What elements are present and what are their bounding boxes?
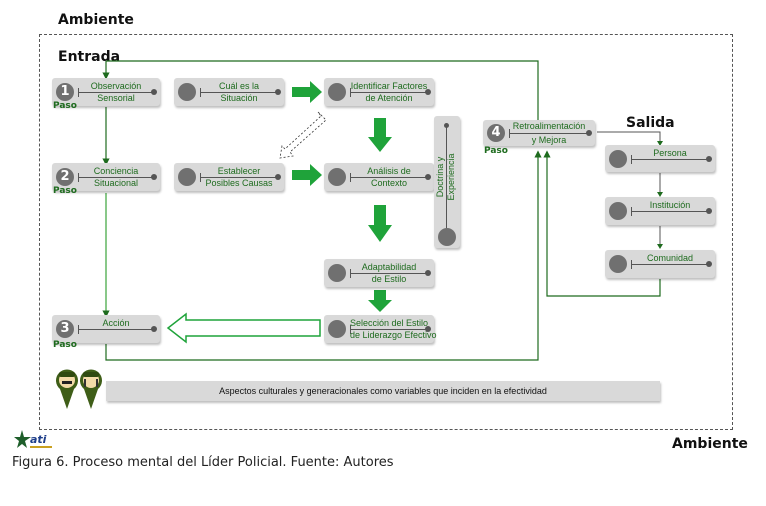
step-3-box: 3 Acción bbox=[52, 315, 160, 343]
circle-icon bbox=[609, 149, 627, 168]
circle-icon bbox=[178, 83, 196, 101]
ambiente-top-label: Ambiente bbox=[58, 12, 134, 28]
step-1-line1: Observación bbox=[90, 81, 142, 91]
connector-line bbox=[350, 173, 431, 182]
seleccion-line2: de Liderazgo Efectivo bbox=[350, 330, 437, 340]
police-officers-icon bbox=[56, 369, 102, 409]
salida-comunidad-box: Comunidad bbox=[605, 250, 715, 278]
connector-line bbox=[350, 88, 431, 97]
analisis-contexto-box: Análisis de Contexto bbox=[324, 163, 434, 191]
salida-institucion-box: Institución bbox=[605, 197, 715, 225]
circle-icon bbox=[609, 202, 627, 220]
circle-icon bbox=[178, 168, 196, 186]
endpoint-dot bbox=[444, 123, 449, 128]
step-4-line2: y Mejora bbox=[531, 135, 567, 145]
connector-line bbox=[78, 173, 157, 182]
seleccion-estilo-box: Selección del Estilo de Liderazgo Efecti… bbox=[324, 315, 437, 343]
step-2-line2: Situacional bbox=[93, 178, 139, 188]
ambiente-frame bbox=[39, 34, 733, 430]
connector-line bbox=[631, 207, 712, 216]
svg-text:ati: ati bbox=[30, 433, 47, 446]
cual-line2: Situación bbox=[220, 93, 258, 103]
publisher-logo-icon: ati bbox=[14, 430, 52, 448]
cual-line1: Cuál es la bbox=[218, 81, 260, 91]
circle-icon bbox=[328, 264, 346, 282]
identificar-line1: Identificar Factores bbox=[350, 81, 428, 91]
establecer-causas-box: Establecer Posibles Causas bbox=[174, 163, 284, 191]
step-3-line1: Acción bbox=[102, 318, 130, 328]
step-1-number: 1 bbox=[56, 83, 74, 101]
connector-line bbox=[509, 129, 592, 138]
institucion-label: Institución bbox=[649, 200, 691, 210]
circle-icon bbox=[328, 320, 346, 338]
step-1-line2: Sensorial bbox=[97, 93, 135, 103]
comunidad-label: Comunidad bbox=[646, 253, 694, 263]
circle-icon bbox=[609, 255, 627, 273]
connector-line bbox=[78, 325, 157, 334]
persona-label: Persona bbox=[653, 148, 687, 158]
circle-icon bbox=[328, 83, 346, 101]
step-3-number: 3 bbox=[56, 320, 74, 338]
establecer-line1: Establecer bbox=[217, 166, 261, 176]
connector-line bbox=[446, 126, 447, 232]
analisis-line1: Análisis de bbox=[367, 166, 411, 176]
cultural-aspects-bar: Aspectos culturales y generacionales com… bbox=[106, 381, 660, 401]
ambiente-bottom-label: Ambiente bbox=[672, 436, 748, 452]
adaptabilidad-line2: de Estilo bbox=[371, 274, 407, 284]
adaptabilidad-estilo-box: Adaptabilidad de Estilo bbox=[324, 259, 434, 287]
officer-male-icon bbox=[56, 369, 78, 409]
step-4-box: 4 Retroalimentación y Mejora bbox=[483, 120, 595, 146]
paso-label-4: Paso bbox=[484, 146, 508, 156]
paso-label-3: Paso bbox=[53, 340, 77, 350]
step-2-number: 2 bbox=[56, 168, 74, 186]
step-2-box: 2 Conciencia Situacional bbox=[52, 163, 160, 191]
step-1-box: 1 Observación Sensorial bbox=[52, 78, 160, 106]
salida-label: Salida bbox=[626, 115, 675, 131]
connector-line bbox=[200, 88, 281, 97]
connector-line bbox=[631, 260, 712, 269]
doctrina-line2: Experiencia bbox=[446, 153, 456, 201]
connector-line bbox=[350, 269, 431, 278]
figure-caption: Figura 6. Proceso mental del Líder Polic… bbox=[12, 455, 394, 470]
analisis-line2: Contexto bbox=[370, 178, 408, 188]
doctrina-experiencia-box: Doctrina y Experiencia bbox=[434, 116, 460, 248]
entrada-label: Entrada bbox=[58, 49, 121, 65]
paso-label-2: Paso bbox=[53, 186, 77, 196]
paso-label-1: Paso bbox=[53, 101, 77, 111]
connector-line bbox=[350, 325, 431, 334]
identificar-factores-box: Identificar Factores de Atención bbox=[324, 78, 434, 106]
salida-persona-box: Persona bbox=[605, 145, 715, 172]
doctrina-text: Doctrina y Experiencia bbox=[435, 127, 457, 227]
identificar-line2: de Atención bbox=[365, 93, 413, 103]
officer-female-icon bbox=[80, 369, 102, 409]
seleccion-line1: Selección del Estilo bbox=[350, 318, 429, 328]
step-4-number: 4 bbox=[487, 124, 505, 142]
circle-icon bbox=[328, 168, 346, 186]
establecer-line2: Posibles Causas bbox=[205, 178, 273, 188]
adaptabilidad-line1: Adaptabilidad bbox=[361, 262, 417, 272]
step-4-line1: Retroalimentación bbox=[512, 121, 586, 131]
connector-line bbox=[200, 173, 281, 182]
doctrina-line1: Doctrina y bbox=[435, 156, 445, 198]
connector-line bbox=[631, 154, 712, 164]
connector-line bbox=[78, 88, 157, 97]
cual-situacion-box: Cuál es la Situación bbox=[174, 78, 284, 106]
step-2-line1: Conciencia bbox=[93, 166, 139, 176]
circle-icon bbox=[438, 228, 456, 246]
